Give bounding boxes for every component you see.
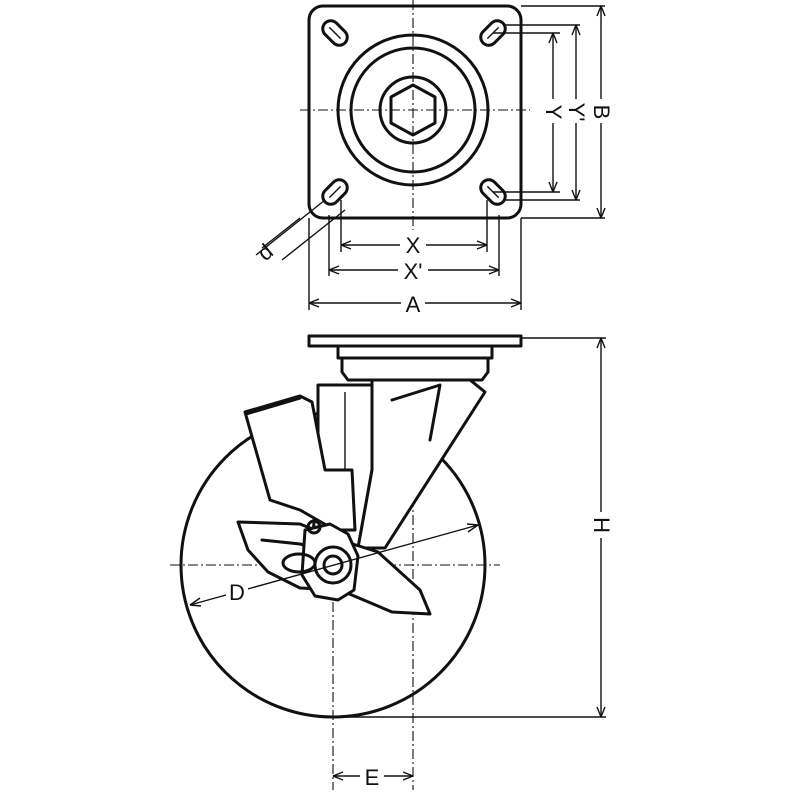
kingpin-hex-nut [389, 83, 437, 137]
label-x-prime: X' [404, 259, 423, 284]
plate-outer-ring [336, 33, 490, 187]
label-b: B [589, 105, 614, 120]
label-x: X [406, 233, 421, 258]
label-d-small: d [252, 239, 277, 266]
brake-lever [243, 394, 357, 532]
label-y-prime: Y' [564, 103, 589, 122]
mounting-plate [307, 4, 523, 220]
dimension-bolt-d [255, 199, 346, 261]
label-a: A [406, 292, 421, 317]
dimension-e [332, 764, 414, 788]
top-plate-view: Y Y' B X X' A d [252, 0, 614, 317]
dimension-b-y [493, 5, 612, 219]
label-e: E [365, 765, 380, 790]
dimension-h [333, 337, 612, 718]
label-h: H [589, 517, 614, 533]
side-view: D H E [170, 334, 614, 790]
bolt-slots [321, 19, 507, 206]
label-y: Y [541, 105, 566, 120]
dimension-a-x [308, 200, 522, 313]
label-d: D [229, 580, 245, 605]
